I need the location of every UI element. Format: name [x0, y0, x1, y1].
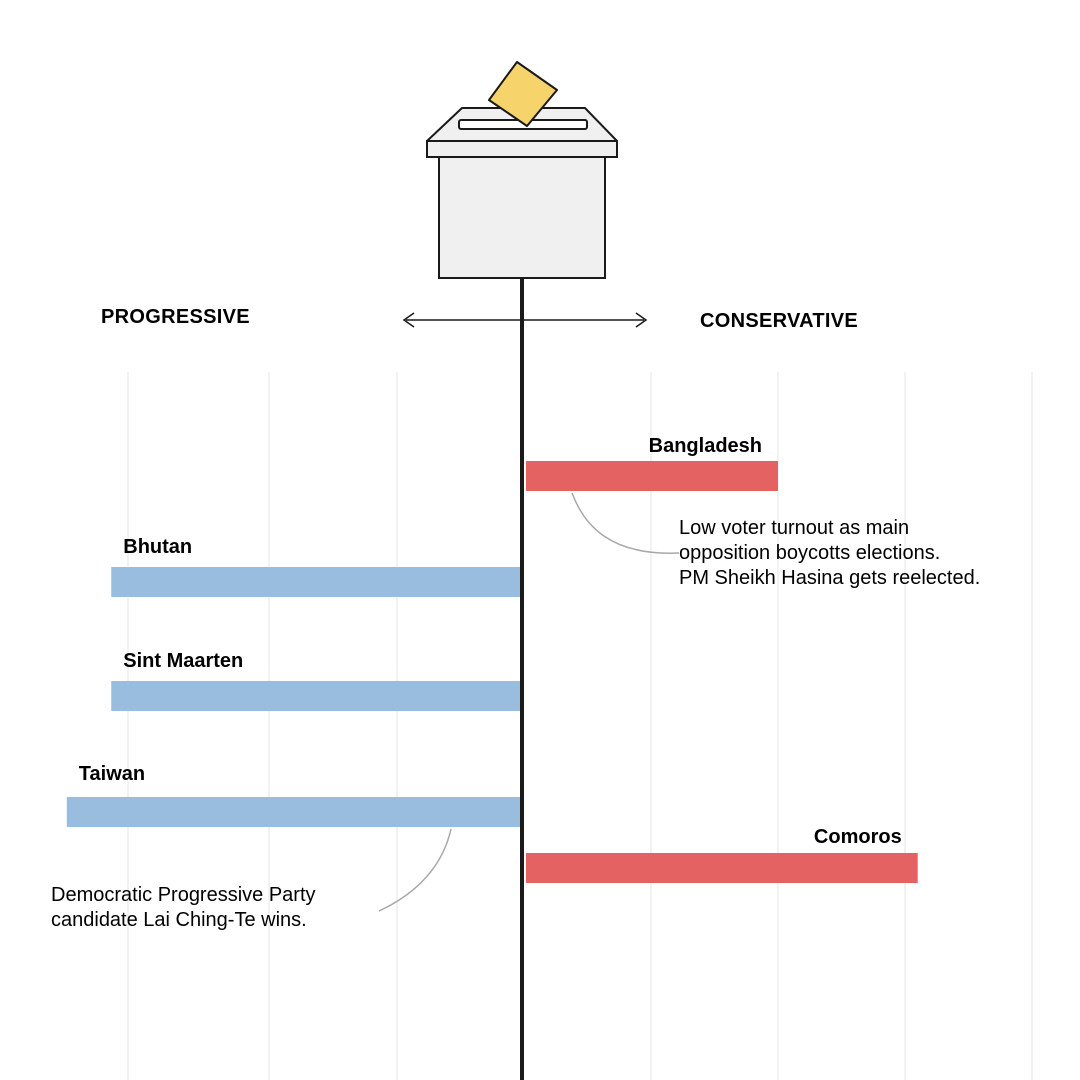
annotation-line: candidate Lai Ching-Te wins. [51, 909, 307, 931]
axis-label-right: CONSERVATIVE [700, 310, 859, 332]
annotation-taiwan: Democratic Progressive Party candidate La… [51, 883, 316, 933]
bar-bangladesh [526, 461, 778, 491]
ballot-paper-icon [488, 61, 558, 127]
country-label-taiwan: Taiwan [78, 763, 146, 785]
country-label-bangladesh: Bangladesh [648, 435, 762, 457]
ballot-box-icon [426, 61, 618, 279]
annotation-bangladesh: Low voter turnout as main opposition boyc… [679, 516, 980, 591]
bar-sint-maarten [111, 681, 522, 711]
country-label-bhutan: Bhutan [123, 536, 193, 558]
country-label-comoros: Comoros [813, 826, 902, 848]
country-label-sint-maarten: Sint Maarten [123, 650, 244, 672]
bar-comoros [526, 853, 918, 883]
connector-bangladesh [571, 492, 680, 554]
annotation-line: Democratic Progressive Party [51, 884, 316, 906]
annotation-line: Low voter turnout as main [679, 517, 910, 539]
annotation-line: PM Sheikh Hasina gets reelected. [679, 567, 981, 589]
annotation-connectors [378, 492, 680, 912]
double-arrow-icon [402, 312, 648, 328]
axis-label-left: PROGRESSIVE [101, 306, 250, 328]
bar-bhutan [111, 567, 522, 597]
bars [66, 461, 918, 883]
annotation-line: opposition boycotts elections. [679, 542, 941, 564]
connector-taiwan [378, 828, 452, 912]
bar-taiwan [66, 797, 523, 827]
